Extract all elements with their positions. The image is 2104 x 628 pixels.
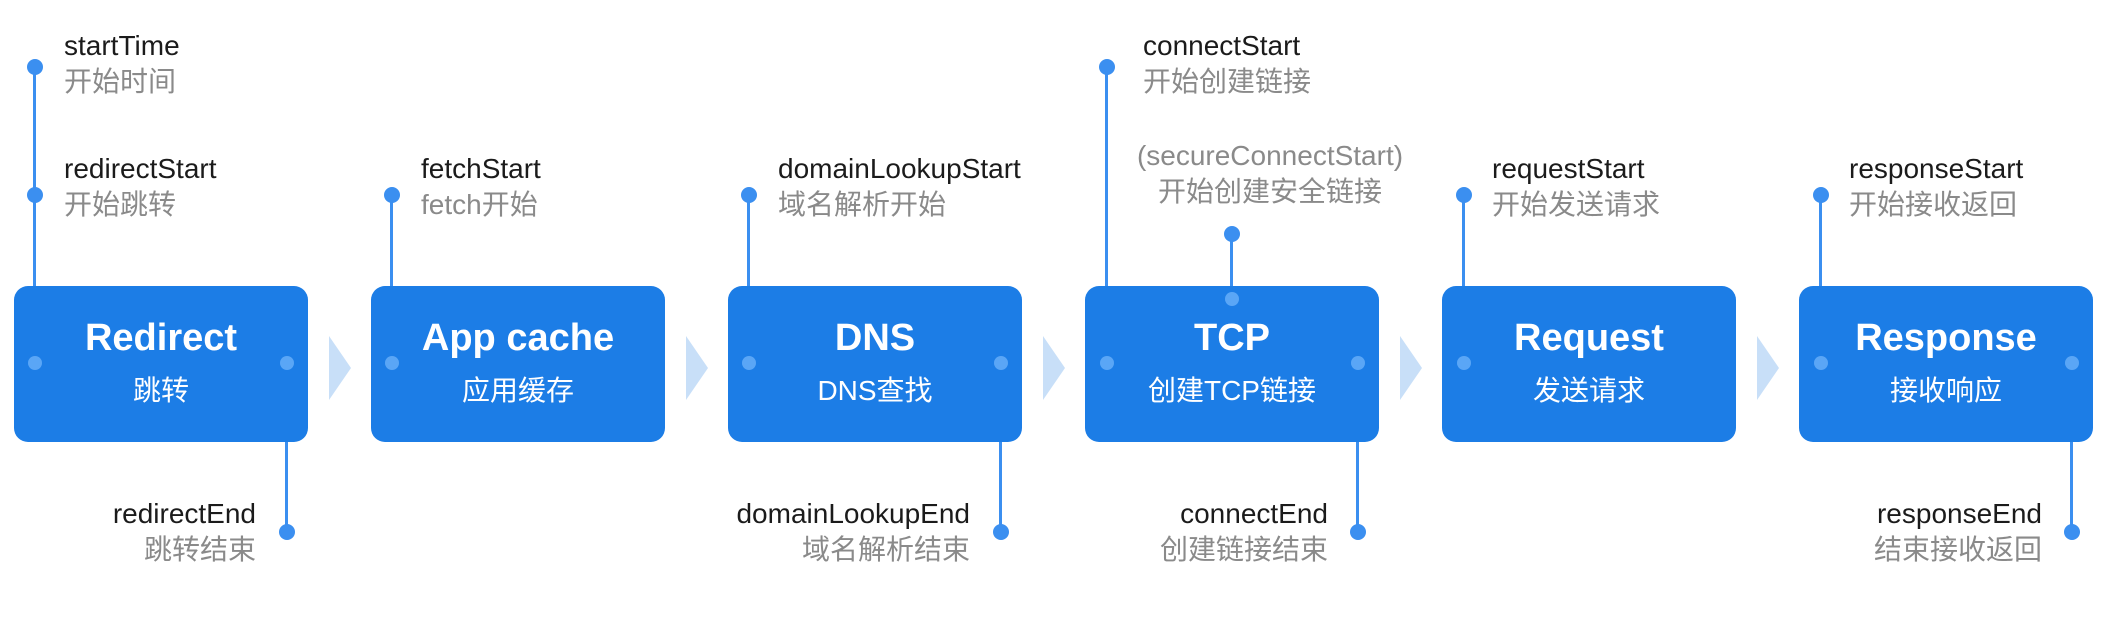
label-requeststart: requestStart 开始发送请求 (1492, 151, 1660, 223)
stage-request: Request 发送请求 (1442, 286, 1736, 442)
event-desc: 结束接收返回 (1873, 534, 2042, 565)
domainlookupend-dot (993, 524, 1009, 540)
box-start-dot (28, 356, 42, 370)
responseend-dot (2064, 524, 2080, 540)
requeststart-line (1462, 195, 1465, 362)
redirectstart-dot (27, 187, 43, 203)
box-start-dot (1814, 356, 1828, 370)
label-secureconnectstart: (secureConnectStart) 开始创建安全链接 (1111, 138, 1429, 210)
redirectend-line (285, 362, 288, 532)
stage-subtitle: 创建TCP链接 (1147, 375, 1316, 406)
event-desc: 开始接收返回 (1849, 189, 2018, 220)
flow-arrow-icon (1043, 336, 1065, 400)
starttime-line (33, 66, 36, 362)
event-desc: 开始跳转 (64, 189, 177, 220)
event-name: (secureConnectStart) (1136, 140, 1404, 171)
flow-arrow-icon (329, 336, 351, 400)
event-name: startTime (64, 30, 180, 61)
event-name: connectEnd (1180, 498, 1328, 529)
connectend-line (1356, 362, 1359, 532)
flow-arrow-icon (1400, 336, 1422, 400)
label-domainlookupend: domainLookupEnd 域名解析结束 (640, 496, 970, 568)
event-desc: 开始创建安全链接 (1157, 176, 1382, 207)
stage-title: TCP (1194, 317, 1270, 359)
starttime-dot (27, 59, 43, 75)
label-connectstart: connectStart 开始创建链接 (1143, 28, 1311, 100)
box-end-dot (2065, 356, 2079, 370)
event-desc: 域名解析开始 (778, 189, 947, 220)
box-start-dot (742, 356, 756, 370)
stage-app-cache: App cache 应用缓存 (371, 286, 665, 442)
event-desc: 开始创建链接 (1143, 66, 1312, 97)
connectend-dot (1350, 524, 1366, 540)
stage-subtitle: 接收响应 (1889, 375, 2002, 406)
event-name: responseStart (1849, 153, 2024, 184)
event-desc: 跳转结束 (143, 534, 256, 565)
event-desc: 开始发送请求 (1492, 189, 1661, 220)
connectstart-dot (1099, 59, 1115, 75)
redirectend-dot (279, 524, 295, 540)
event-desc: fetch开始 (421, 189, 538, 220)
label-redirectstart: redirectStart 开始跳转 (64, 151, 217, 223)
label-responsestart: responseStart 开始接收返回 (1849, 151, 2023, 223)
stage-title: DNS (834, 317, 916, 359)
stage-title: App cache (421, 317, 615, 359)
event-name: domainLookupEnd (736, 498, 970, 529)
box-end-dot (1351, 356, 1365, 370)
event-name: redirectStart (64, 153, 217, 184)
box-start-dot (385, 356, 399, 370)
fetchstart-line (390, 195, 393, 362)
secureconnectstart-line (1230, 234, 1233, 300)
stage-subtitle: 跳转 (132, 375, 189, 406)
flow-arrow-icon (1757, 336, 1779, 400)
fetchstart-dot (384, 187, 400, 203)
requeststart-dot (1456, 187, 1472, 203)
flow-arrow-icon (686, 336, 708, 400)
label-connectend: connectEnd 创建链接结束 (1060, 496, 1328, 568)
box-secure-dot (1225, 292, 1239, 306)
stage-response: Response 接收响应 (1799, 286, 2093, 442)
event-name: connectStart (1143, 30, 1301, 61)
label-fetchstart: fetchStart fetch开始 (421, 151, 541, 223)
connectstart-line (1105, 66, 1108, 362)
event-desc: 开始时间 (64, 66, 177, 97)
responsestart-line (1819, 195, 1822, 362)
box-start-dot (1457, 356, 1471, 370)
box-end-dot (994, 356, 1008, 370)
box-start-dot (1100, 356, 1114, 370)
domainlookupstart-dot (741, 187, 757, 203)
stage-title: Request (1514, 317, 1664, 359)
secureconnectstart-dot (1224, 226, 1240, 242)
stage-subtitle: 应用缓存 (461, 375, 574, 406)
stage-title: Redirect (84, 317, 238, 359)
stage-tcp: TCP 创建TCP链接 (1085, 286, 1379, 442)
event-name: domainLookupStart (778, 153, 1021, 184)
event-name: redirectEnd (112, 498, 256, 529)
event-desc: 域名解析结束 (801, 534, 970, 565)
domainlookupend-line (999, 362, 1002, 532)
stage-subtitle: 发送请求 (1532, 375, 1645, 406)
event-name: fetchStart (421, 153, 541, 184)
label-domainlookupstart: domainLookupStart 域名解析开始 (778, 151, 1021, 223)
box-end-dot (280, 356, 294, 370)
label-responseend: responseEnd 结束接收返回 (1780, 496, 2042, 568)
event-desc: 创建链接结束 (1159, 534, 1328, 565)
event-name: responseEnd (1876, 498, 2042, 529)
event-name: requestStart (1492, 153, 1645, 184)
responsestart-dot (1813, 187, 1829, 203)
stage-redirect: Redirect 跳转 (14, 286, 308, 442)
stage-title: Response (1855, 317, 2037, 359)
stage-dns: DNS DNS查找 (728, 286, 1022, 442)
stage-subtitle: DNS查找 (817, 375, 933, 406)
label-redirectend: redirectEnd 跳转结束 (30, 496, 256, 568)
label-starttime: startTime 开始时间 (64, 28, 180, 100)
responseend-line (2070, 362, 2073, 532)
domainlookupstart-line (747, 195, 750, 362)
